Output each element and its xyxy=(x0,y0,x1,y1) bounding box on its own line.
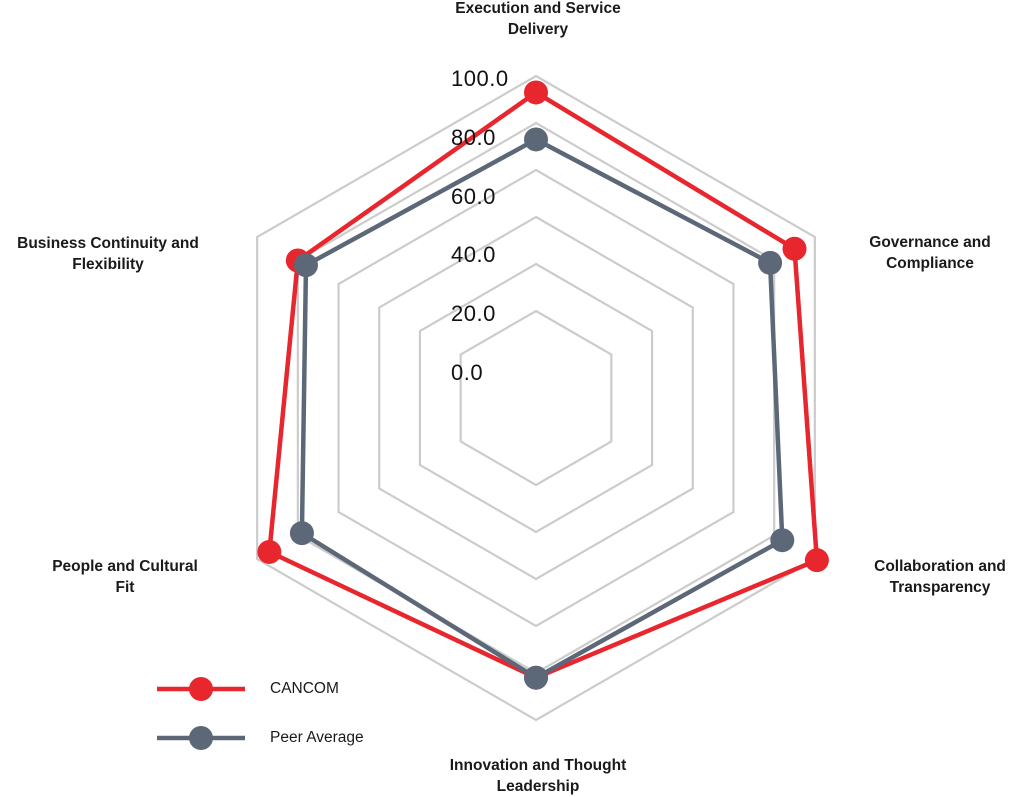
series-line-0 xyxy=(266,89,820,681)
axis-label-collaboration: Collaboration and Transparency xyxy=(874,558,1006,596)
grid-ring-1 xyxy=(418,262,654,534)
axis-label-innovation: Innovation and Thought Leadership xyxy=(449,757,627,795)
series-1-point-1 xyxy=(758,250,783,275)
grid-ring-2 xyxy=(378,215,694,581)
axis-label-execution: Execution and Service Delivery xyxy=(455,0,621,38)
axis-label-governance: Governance and Compliance xyxy=(869,234,991,272)
tick-label-20: 20.0 xyxy=(451,301,496,326)
legend-marker-1 xyxy=(189,726,213,750)
series-1-point-2 xyxy=(770,528,795,553)
series-0-point-4 xyxy=(257,539,282,564)
legend-marker-0 xyxy=(189,677,213,701)
grid-ring-4 xyxy=(296,121,776,675)
grid-ring-0 xyxy=(459,309,613,487)
legend-label-cancom: CANCOM xyxy=(270,680,339,697)
series-1-point-0 xyxy=(524,127,548,152)
legend-label-peer-average: Peer Average xyxy=(270,729,364,746)
series-0-point-0 xyxy=(524,80,548,105)
tick-label-60: 60.0 xyxy=(451,184,496,209)
series-1-point-4 xyxy=(289,521,314,546)
series-1-point-5 xyxy=(293,253,318,278)
series-0-point-2 xyxy=(804,548,829,573)
tick-label-40: 40.0 xyxy=(451,242,496,267)
grid-ring-5 xyxy=(256,74,816,722)
axis-label-business-continuity: Business Continuity and Flexibility xyxy=(17,235,199,273)
series-1-point-3 xyxy=(524,665,548,690)
axis-label-people: People and Cultural Fit xyxy=(52,558,198,596)
tick-label-100: 100.0 xyxy=(451,66,509,91)
series-0-point-1 xyxy=(782,236,807,261)
tick-label-0: 0.0 xyxy=(451,360,484,385)
tick-label-80: 80.0 xyxy=(451,125,496,150)
grid-ring-3 xyxy=(337,168,735,628)
